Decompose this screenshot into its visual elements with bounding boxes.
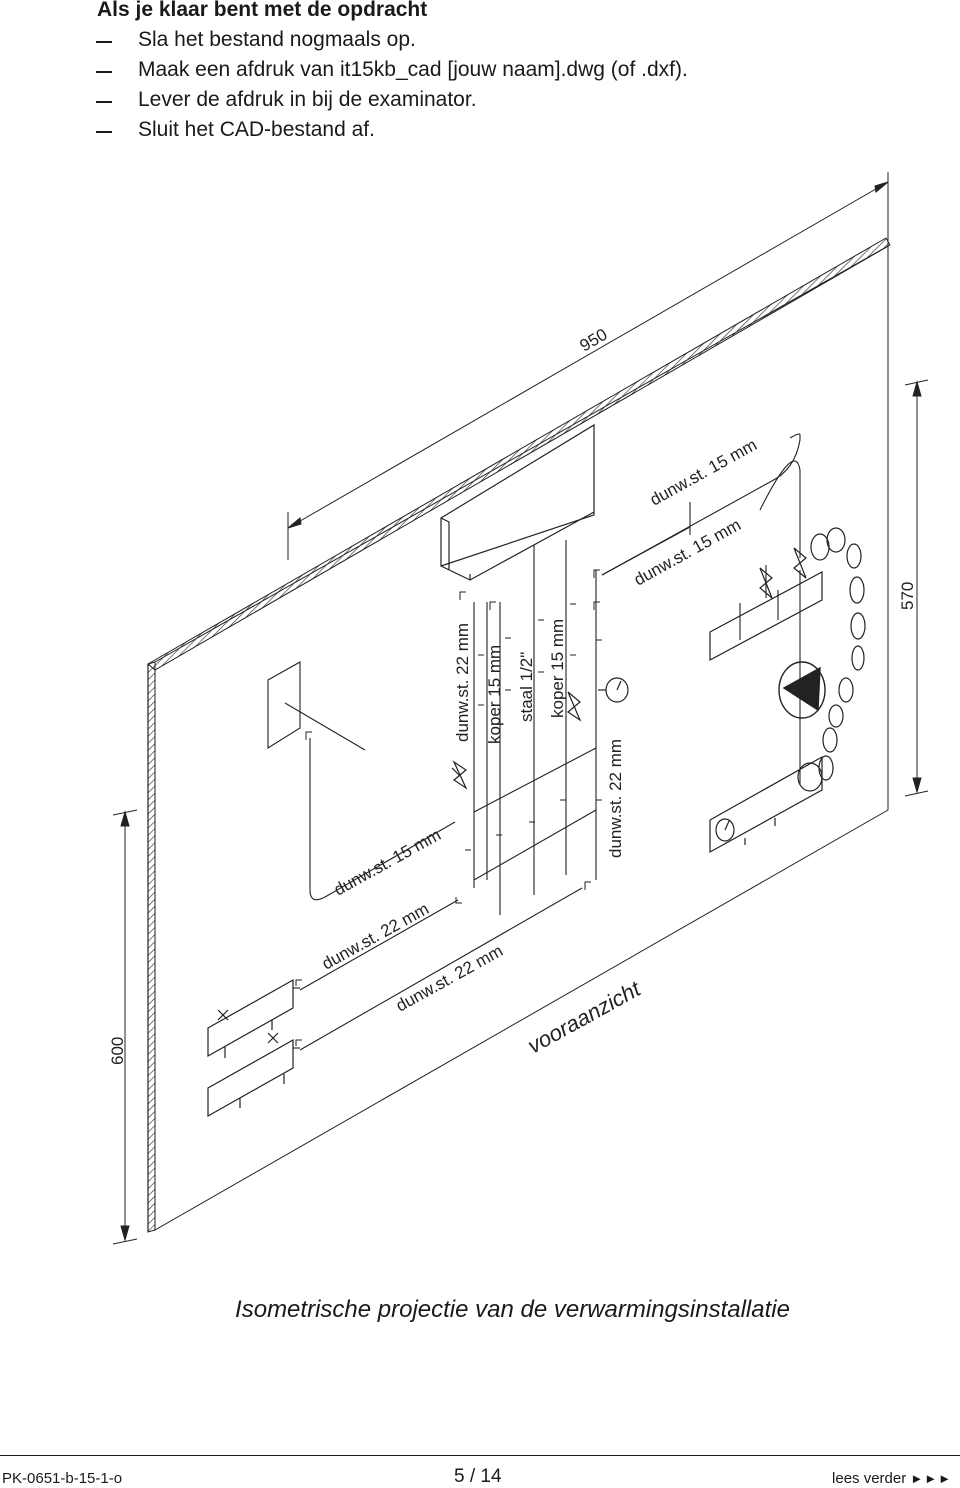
footer-divider — [0, 1455, 960, 1456]
pump — [778, 661, 826, 719]
label-top-pipe-2: dunw.st. 15 mm — [631, 515, 744, 589]
label-view: vooraanzicht — [523, 976, 645, 1059]
dimension-height-right: 570 — [898, 379, 929, 797]
label-riser-staal: staal 1/2" — [517, 652, 536, 722]
dimension-height-left: 600 — [108, 809, 138, 1245]
continue-text: lees verder — [832, 1470, 907, 1487]
label-left-pipe-15: dunw.st. 15 mm — [331, 825, 444, 899]
pipe-lines — [293, 433, 801, 1051]
document-code: PK-0651-b-15-1-o — [2, 1470, 123, 1487]
manifold-bar — [709, 570, 823, 662]
dimension-height-left-label: 600 — [108, 1037, 127, 1065]
instruction-text: Lever de afdruk in bij de examinator. — [138, 88, 477, 111]
instruction-text: Sla het bestand nogmaals op. — [138, 28, 416, 51]
continue-link[interactable]: lees verder ►►► — [832, 1470, 952, 1487]
figure-caption: Isometrische projectie van de verwarming… — [235, 1296, 790, 1323]
instructions-heading: Als je klaar bent met de opdracht — [97, 0, 428, 21]
label-left-pipe-22b: dunw.st. 22 mm — [393, 941, 506, 1015]
dash-bullet — [96, 41, 112, 43]
label-riser-koper-1: koper 15 mm — [485, 645, 504, 744]
label-riser-left: dunw.st. 22 mm — [453, 623, 472, 742]
instruction-item: Sluit het CAD-bestand af. — [0, 118, 960, 148]
dimension-width: 950 — [287, 172, 889, 560]
dash-bullet — [96, 131, 112, 133]
label-riser-right: dunw.st. 22 mm — [606, 739, 625, 858]
label-riser-koper-2: koper 15 mm — [548, 619, 567, 718]
boiler-lower — [709, 755, 823, 854]
page-number: 5 / 14 — [454, 1466, 502, 1487]
instruction-text: Sluit het CAD-bestand af. — [138, 118, 375, 141]
wall-panel — [147, 237, 891, 1233]
radiators — [207, 978, 294, 1118]
instruction-item: Maak een afdruk van it15kb_cad [jouw naa… — [0, 58, 960, 88]
instruction-text: Maak een afdruk van it15kb_cad [jouw naa… — [138, 58, 688, 81]
dash-bullet — [96, 71, 112, 73]
instruction-item: Sla het bestand nogmaals op. — [0, 28, 960, 58]
boiler-outline — [267, 661, 366, 751]
instructions-list: Sla het bestand nogmaals op. Maak een af… — [0, 28, 960, 148]
gauges — [598, 677, 629, 703]
label-left-pipe-22a: dunw.st. 22 mm — [319, 899, 432, 973]
label-top-pipe-1: dunw.st. 15 mm — [647, 435, 760, 509]
shelf-bracket — [440, 423, 595, 581]
fittings — [295, 569, 602, 1046]
expansion-loop — [810, 527, 866, 781]
continue-arrows-icon: ►►► — [910, 1471, 952, 1486]
dash-bullet — [96, 101, 112, 103]
dimension-height-right-label: 570 — [898, 582, 917, 610]
instruction-item: Lever de afdruk in bij de examinator. — [0, 88, 960, 118]
valves — [451, 547, 807, 790]
isometric-drawing: 950 570 600 — [108, 172, 929, 1245]
dimension-width-label: 950 — [577, 325, 611, 356]
